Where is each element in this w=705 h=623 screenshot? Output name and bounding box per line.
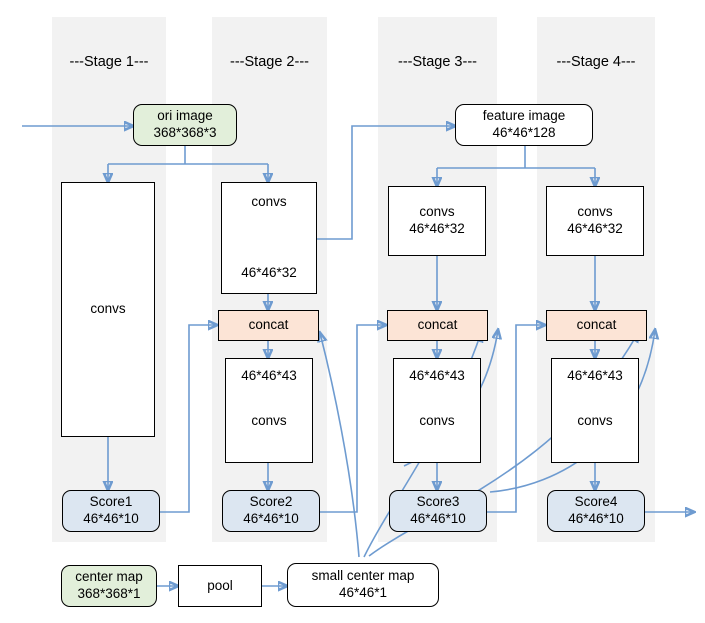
node-pool[interactable]: pool bbox=[178, 565, 262, 607]
node-concat-stage2[interactable]: concat bbox=[218, 310, 319, 341]
node-convs43-stage4-line2: convs bbox=[577, 412, 613, 428]
node-concat-stage4-label: concat bbox=[576, 317, 617, 333]
node-score3[interactable]: Score3 46*46*10 bbox=[389, 490, 487, 532]
node-score1[interactable]: Score1 46*46*10 bbox=[62, 490, 160, 532]
node-score2-line1: Score2 bbox=[249, 494, 293, 510]
wire-score1-to-concat2 bbox=[160, 325, 217, 513]
wire-score3-to-concat4 bbox=[480, 325, 545, 513]
node-score3-line1: Score3 bbox=[416, 494, 460, 510]
node-concat-stage3-label: concat bbox=[417, 317, 458, 333]
node-convs43-stage4-line1: 46*46*43 bbox=[567, 368, 623, 383]
node-score2[interactable]: Score2 46*46*10 bbox=[222, 490, 320, 532]
node-convs-stage3-line2: 46*46*32 bbox=[409, 221, 465, 236]
node-concat-stage3[interactable]: concat bbox=[387, 310, 488, 341]
node-convs43-stage3[interactable]: 46*46*43 convs bbox=[393, 358, 481, 463]
node-ori-image-line1: ori image bbox=[157, 108, 213, 124]
wire-convs2-to-feature-image bbox=[317, 126, 455, 240]
node-center-map[interactable]: center map 368*368*1 bbox=[61, 565, 157, 607]
stage-label-1: ---Stage 1--- bbox=[69, 54, 149, 70]
node-score1-line1: Score1 bbox=[89, 494, 133, 510]
node-pool-label: pool bbox=[207, 577, 233, 593]
node-center-map-line2: 368*368*1 bbox=[77, 586, 141, 601]
node-convs-stage3[interactable]: convs 46*46*32 bbox=[388, 186, 486, 256]
node-convs43-stage2[interactable]: 46*46*43 convs bbox=[225, 358, 313, 463]
node-convs-stage2-line1: convs bbox=[251, 194, 287, 209]
node-convs-stage4-line2: 46*46*32 bbox=[567, 221, 623, 236]
node-convs43-stage3-line2: convs bbox=[419, 412, 455, 428]
node-score3-line2: 46*46*10 bbox=[410, 511, 466, 526]
node-center-map-line1: center map bbox=[75, 569, 143, 585]
node-concat-stage4[interactable]: concat bbox=[546, 310, 647, 341]
node-score4-line1: Score4 bbox=[574, 494, 618, 510]
stage-label-2: ---Stage 2--- bbox=[230, 54, 309, 70]
node-small-center-map-line1: small center map bbox=[311, 568, 415, 584]
node-convs-stage4[interactable]: convs 46*46*32 bbox=[546, 186, 644, 256]
node-ori-image[interactable]: ori image 368*368*3 bbox=[133, 104, 237, 146]
node-convs-stage3-line1: convs bbox=[419, 204, 455, 220]
node-feature-image-line1: feature image bbox=[482, 108, 566, 124]
node-convs-stage4-line1: convs bbox=[577, 204, 613, 220]
node-score1-line2: 46*46*10 bbox=[83, 511, 139, 526]
node-convs-stage1[interactable]: convs bbox=[61, 182, 155, 437]
node-convs-stage1-line1: convs bbox=[90, 301, 126, 317]
node-convs43-stage3-line1: 46*46*43 bbox=[409, 368, 465, 383]
node-small-center-map[interactable]: small center map 46*46*1 bbox=[287, 563, 439, 607]
node-small-center-map-line2: 46*46*1 bbox=[338, 585, 388, 600]
node-convs43-stage4[interactable]: 46*46*43 convs bbox=[551, 358, 639, 463]
node-score2-line2: 46*46*10 bbox=[243, 511, 299, 526]
node-score4[interactable]: Score4 46*46*10 bbox=[547, 490, 645, 532]
node-convs43-stage2-line1: 46*46*43 bbox=[241, 368, 297, 383]
stage-label-3: ---Stage 3--- bbox=[398, 54, 477, 70]
node-feature-image-line2: 46*46*128 bbox=[492, 125, 556, 140]
stage-label-4: ---Stage 4--- bbox=[556, 54, 636, 70]
node-feature-image[interactable]: feature image 46*46*128 bbox=[455, 104, 593, 146]
node-convs43-stage2-line2: convs bbox=[251, 412, 287, 428]
node-score4-line2: 46*46*10 bbox=[568, 511, 624, 526]
node-ori-image-line2: 368*368*3 bbox=[153, 125, 217, 140]
node-concat-stage2-label: concat bbox=[248, 317, 289, 333]
wire-smallcenter-to-concat2 bbox=[320, 333, 360, 558]
wire-score2-to-concat3 bbox=[320, 325, 386, 513]
node-convs-stage2-line2: 46*46*32 bbox=[241, 265, 297, 281]
node-convs-stage2[interactable]: convs 46*46*32 bbox=[221, 182, 317, 294]
